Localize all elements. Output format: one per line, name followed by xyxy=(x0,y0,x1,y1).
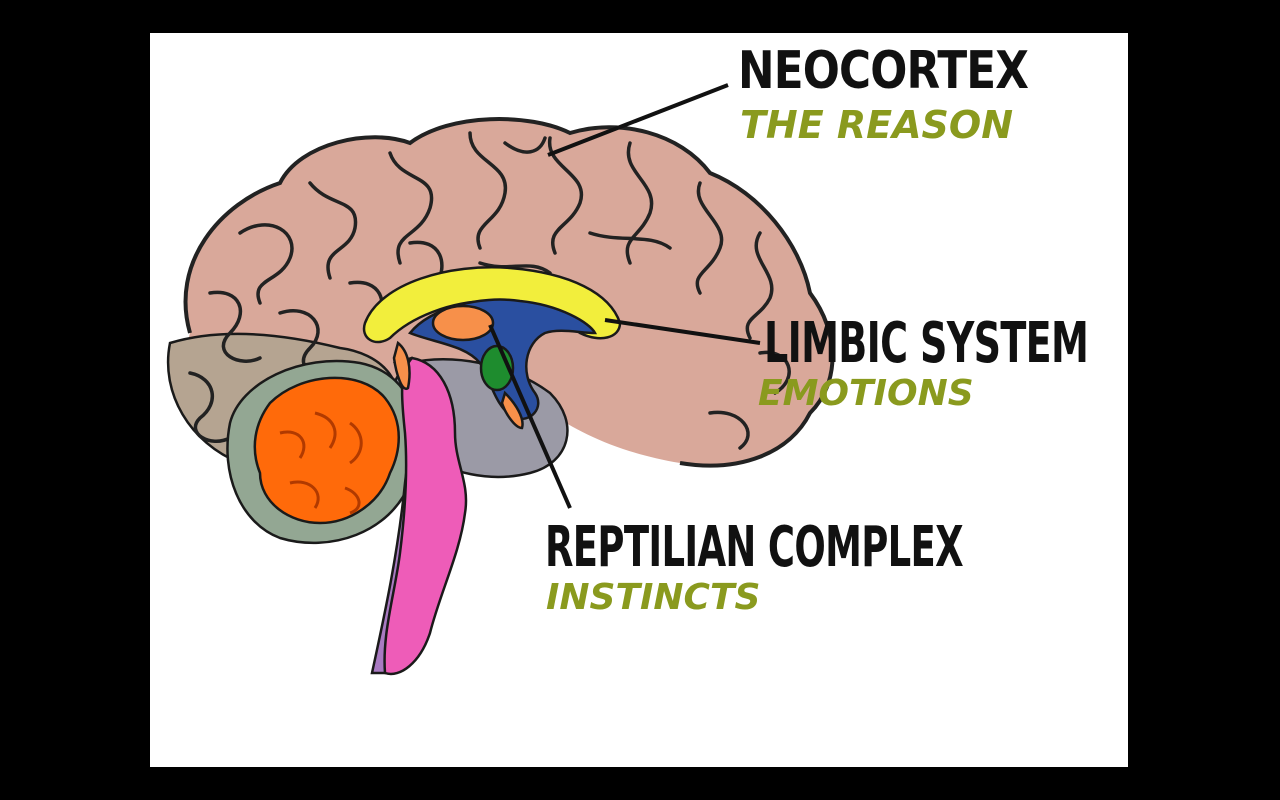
thalamus-shape xyxy=(431,304,495,342)
brain-diagram xyxy=(166,83,835,676)
diagram-canvas: NEOCORTEX THE REASON LIMBIC SYSTEM EMOTI… xyxy=(150,33,1128,767)
neocortex-title: NEOCORTEX xyxy=(738,41,1029,101)
cerebellum-shape xyxy=(253,376,400,525)
cortex-folds xyxy=(188,131,791,450)
limbic-title: LIMBIC SYSTEM xyxy=(764,311,1089,376)
brainstem-shape xyxy=(383,356,468,676)
cerebellum-folds xyxy=(279,411,363,515)
neocortex-outline xyxy=(183,117,835,468)
limbic-leader-line xyxy=(604,318,761,345)
reptilian-title: REPTILIAN COMPLEX xyxy=(545,515,964,580)
hippocampus-shape xyxy=(500,390,524,430)
fornix-shape xyxy=(392,340,411,391)
reptilian-subtitle: INSTINCTS xyxy=(546,577,761,618)
neocortex-subtitle: THE REASON xyxy=(740,103,1014,147)
neocortex-leader-line xyxy=(547,83,729,157)
limbic-subtitle: EMOTIONS xyxy=(758,373,974,414)
limbic-outer-arc xyxy=(362,266,622,344)
reptilian-leader-line xyxy=(488,324,572,509)
